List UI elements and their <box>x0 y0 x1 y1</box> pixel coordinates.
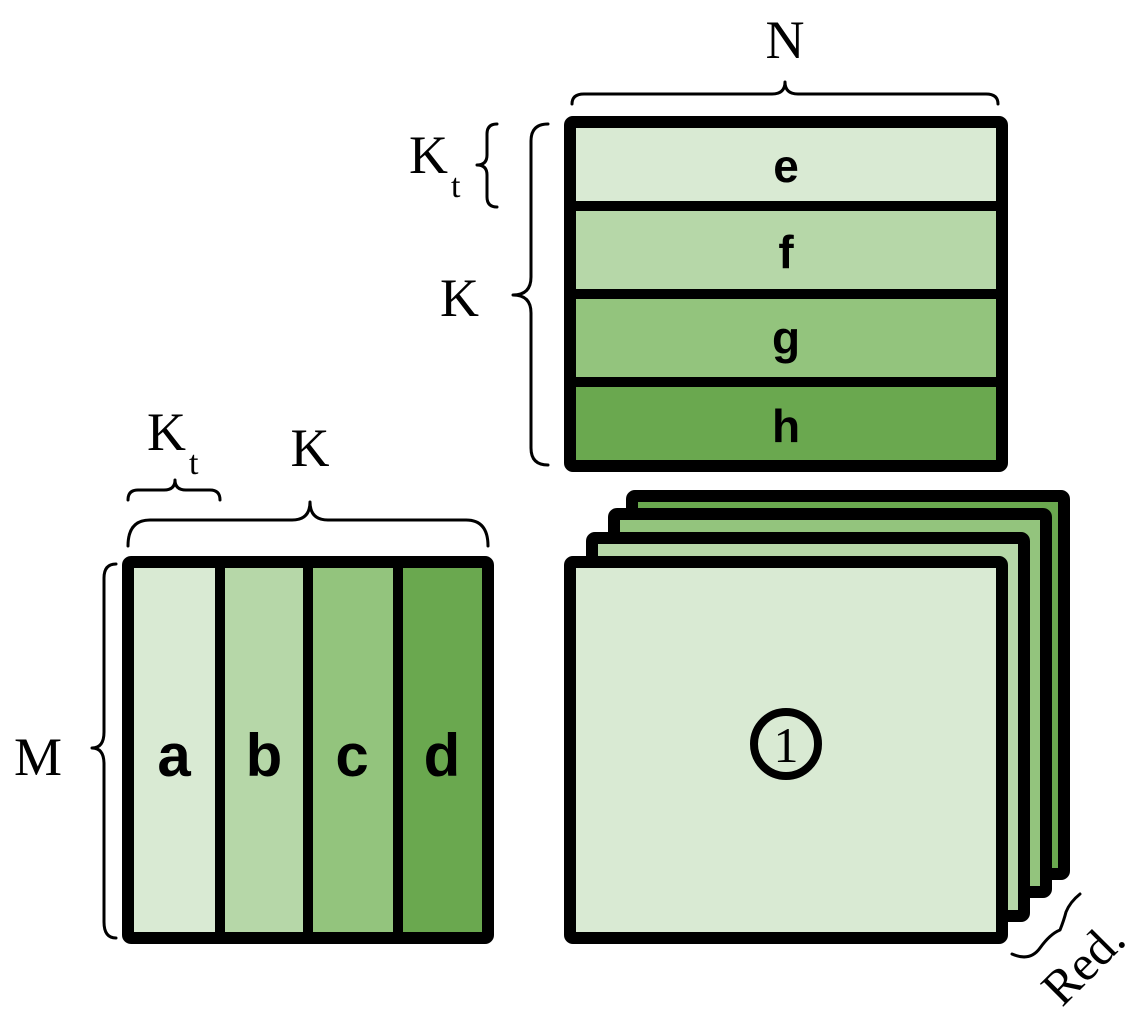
kt-top-brace <box>475 122 499 209</box>
matrix-b: e f g h <box>564 116 1008 472</box>
matrix-b-row-f <box>570 208 1002 292</box>
k-left-brace-group: K t K <box>409 122 550 467</box>
matrix-b-row-e-label: e <box>773 140 799 192</box>
n-label: N <box>766 10 805 70</box>
matrix-b-row-g <box>570 296 1002 380</box>
output-step-marker-circle <box>750 708 822 780</box>
matrix-a-col-a-label: a <box>157 722 191 789</box>
matrix-a-col-c-label: c <box>335 722 368 789</box>
kt-left-label-base: K <box>147 402 186 462</box>
matrix-b-border <box>564 116 1008 472</box>
kt-top-label-base: K <box>409 125 448 185</box>
kt-left-label-sub: t <box>189 445 199 482</box>
reduction-label: Red. <box>1030 910 1135 1015</box>
k-top-brace <box>511 122 550 467</box>
matrix-b-row-f-label: f <box>778 226 794 278</box>
reduction-label-group: Red. <box>1010 892 1136 1016</box>
matrix-a-col-c <box>310 562 396 938</box>
k-left-brace <box>126 500 490 548</box>
matrix-b-row-e <box>570 122 1002 204</box>
output-stack: 1 <box>564 490 1070 944</box>
k-left-label: K <box>291 418 330 478</box>
matrix-a-border <box>122 556 494 944</box>
n-dimension-label-group: N <box>570 10 1000 106</box>
k-top-label: K <box>440 268 479 328</box>
n-brace <box>570 80 1000 106</box>
kt-top-label-sub: t <box>451 168 461 205</box>
m-brace <box>90 562 118 940</box>
matrix-a-col-b-label: b <box>246 722 283 789</box>
matrix-b-row-g-label: g <box>772 312 800 364</box>
matrix-b-row-h-label: h <box>772 400 800 452</box>
matrix-a-col-d <box>400 562 488 938</box>
k-top-brace-group: K t K <box>126 402 490 548</box>
matrix-a: a b c d <box>122 556 494 944</box>
matrix-a-col-b <box>222 562 306 938</box>
matrix-a-col-a <box>128 562 218 938</box>
m-dimension-label-group: M <box>14 562 118 940</box>
m-label: M <box>14 727 62 787</box>
output-step-marker-number: 1 <box>774 717 799 773</box>
matrix-a-col-d-label: d <box>424 722 461 789</box>
matrix-b-row-h <box>570 384 1002 466</box>
output-layer-1 <box>564 556 1008 944</box>
reduction-brace <box>1010 892 1082 959</box>
kt-left-brace <box>126 478 222 502</box>
